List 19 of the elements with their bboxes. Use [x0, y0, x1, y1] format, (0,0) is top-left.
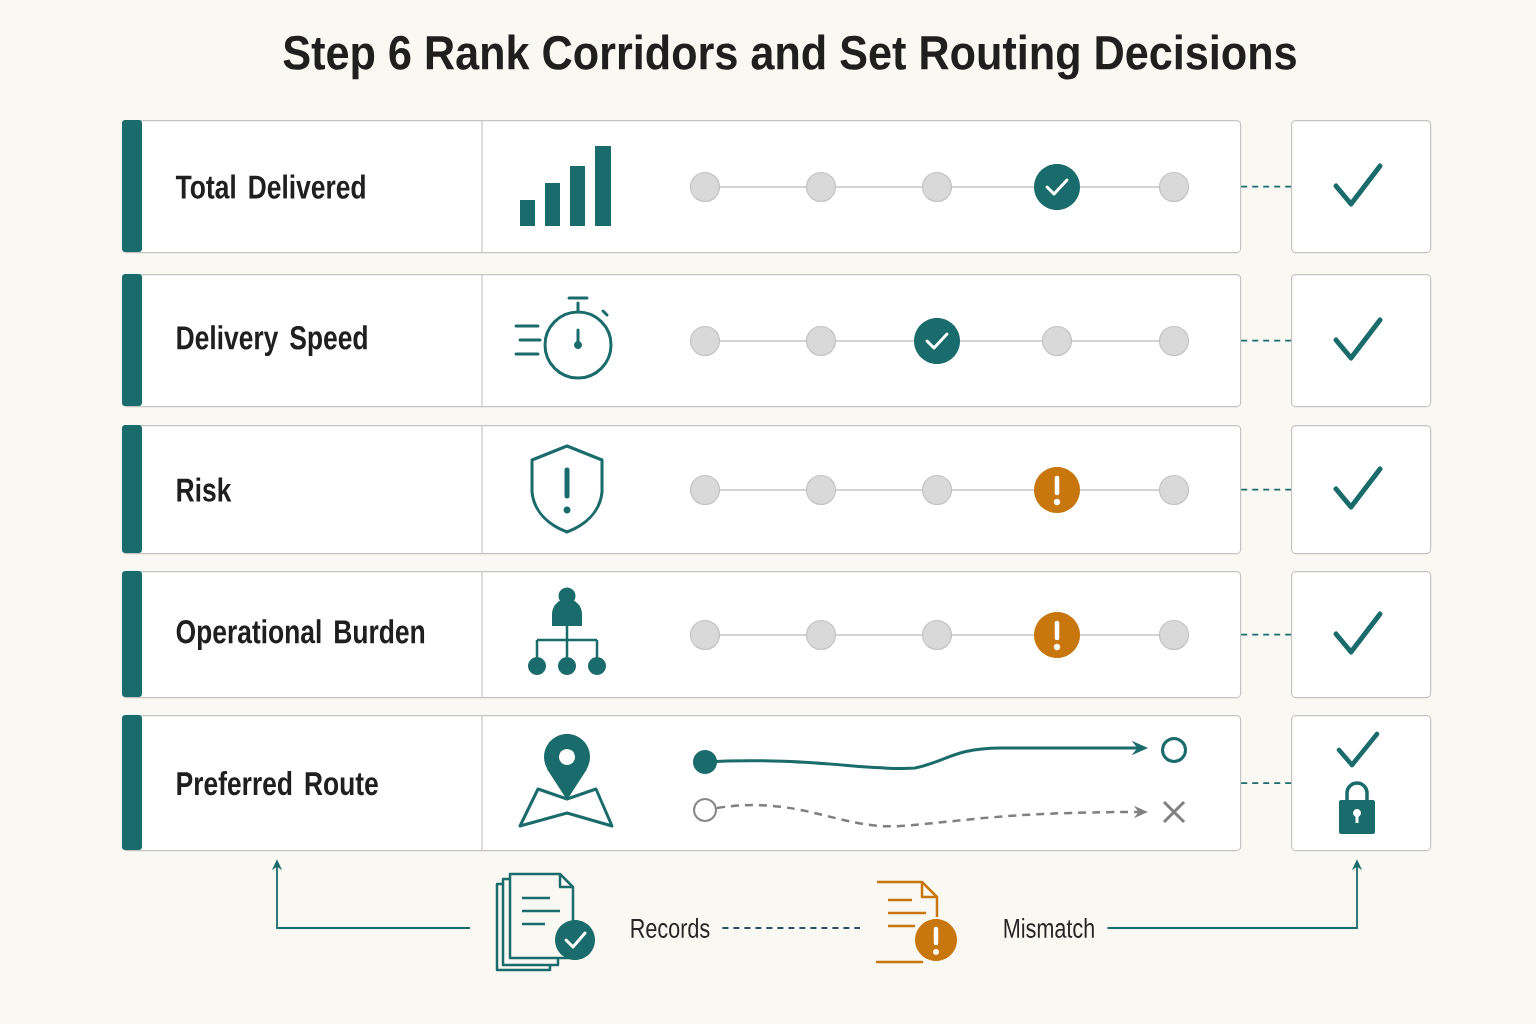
criterion-row: Delivery Speed: [122, 274, 1242, 408]
decision-box: [1291, 571, 1432, 699]
decision-box: [1291, 715, 1432, 852]
status-label: Records: [631, 918, 710, 938]
criterion-row: Total Delivered: [122, 120, 1242, 254]
title: Step 6 Rank Corridors and Set Routing Decisions: [283, 34, 1296, 80]
connector: [1240, 339, 1292, 342]
criterion-row: Operational Burden: [122, 571, 1242, 699]
connector: [721, 927, 861, 929]
decision-box: [1291, 274, 1432, 408]
criterion-row: Preferred Route: [122, 715, 1242, 852]
decision-box: [1291, 120, 1432, 254]
status-label: Mismatch: [1004, 918, 1094, 938]
decision-box: [1291, 425, 1432, 555]
connector: [1240, 633, 1292, 636]
connector: [1240, 782, 1292, 784]
connector: [1240, 185, 1292, 188]
criterion-row: Risk: [122, 425, 1242, 555]
connector: [1240, 488, 1292, 491]
